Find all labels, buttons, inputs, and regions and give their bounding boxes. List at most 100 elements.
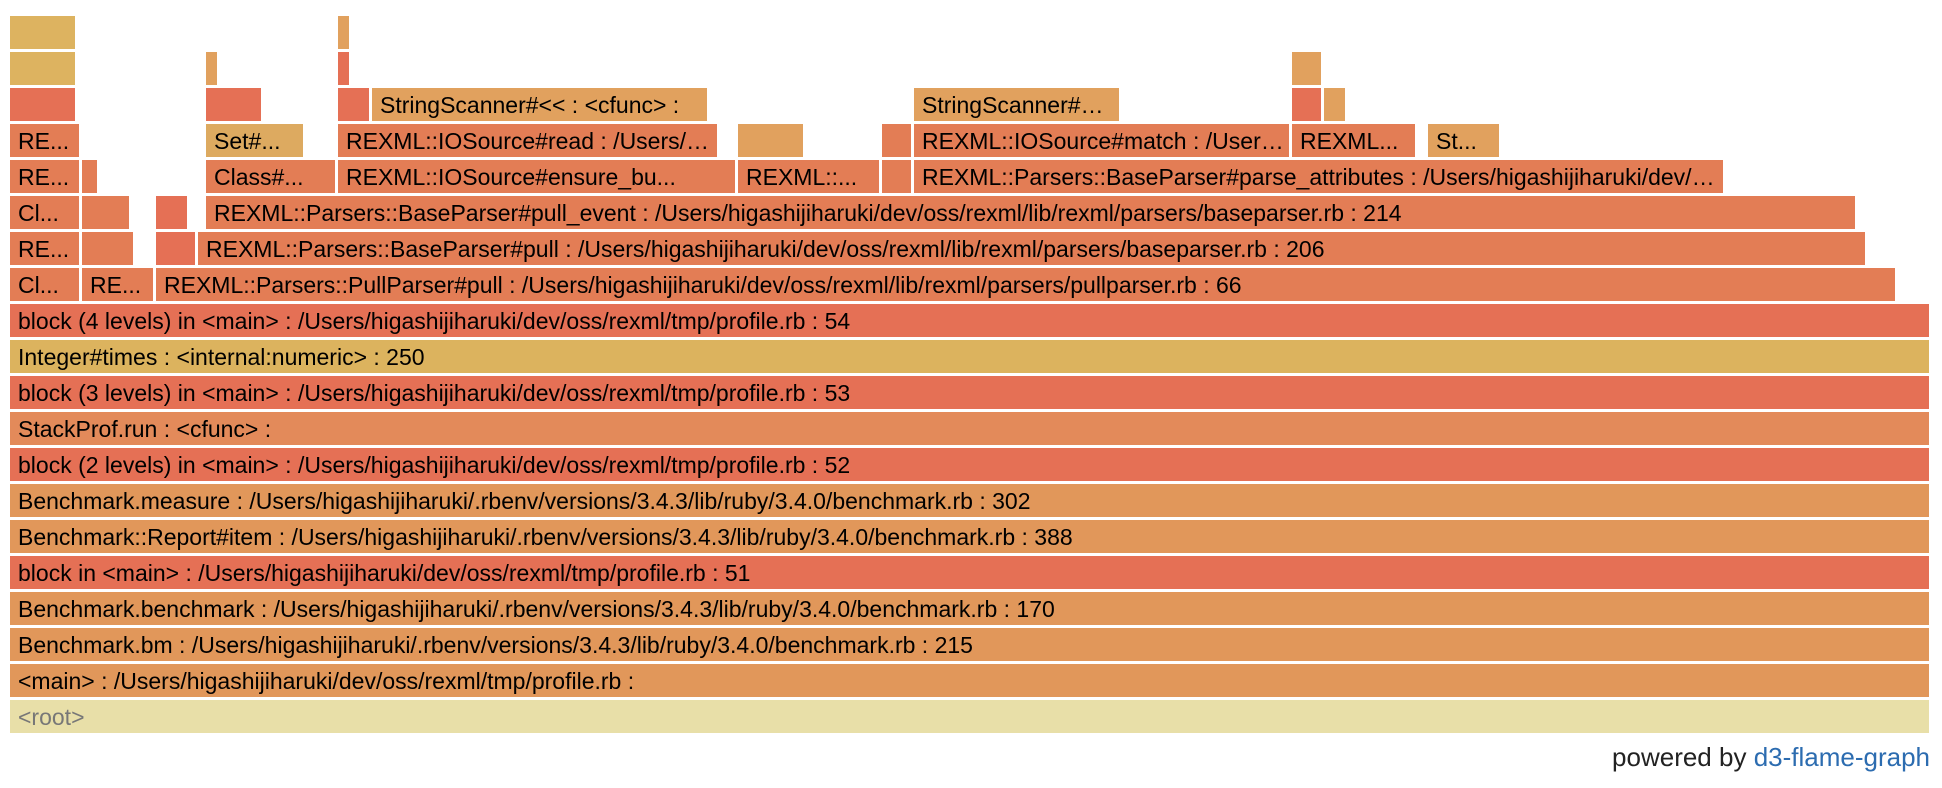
flame-frame-label: REXML::IOSource#ensure_bu...: [346, 164, 676, 190]
flame-frame-label: block (2 levels) in <main> : /Users/higa…: [18, 452, 851, 478]
flame-frame-label: StringScanner#<< : <cfunc> :: [380, 92, 680, 118]
flame-frame-t13d[interactable]: [1292, 88, 1322, 122]
flame-frame-label: [10, 88, 75, 121]
flame-frame-label: RE...: [18, 128, 70, 154]
flame-frame-block2[interactable]: block (2 levels) in <main> : /Users/higa…: [10, 448, 1930, 482]
flame-frame-set-a[interactable]: Set#...: [206, 124, 304, 158]
flame-frame-cl-a[interactable]: Cl...: [10, 268, 80, 302]
flame-frame-label: [82, 196, 129, 229]
flame-frame-label: Benchmark.measure : /Users/higashijiharu…: [18, 488, 1031, 514]
flame-frame-label: [1292, 88, 1321, 121]
flame-frame-label: [82, 232, 133, 265]
flame-frame-label: block (3 levels) in <main> : /Users/higa…: [18, 380, 851, 406]
flame-frame-t13b[interactable]: [206, 88, 262, 122]
flame-frame-re-c[interactable]: RE...: [10, 160, 80, 194]
flame-frame-re-b[interactable]: RE...: [10, 232, 80, 266]
flame-frame-label: REXML...: [1300, 128, 1399, 154]
flame-frame-label: [206, 88, 261, 121]
flame-frame-label: Integer#times : <internal:numeric> : 250: [18, 344, 425, 370]
d3-flame-graph-link[interactable]: d3-flame-graph: [1753, 742, 1930, 772]
flame-frame-pullparser[interactable]: REXML::Parsers::PullParser#pull : /Users…: [156, 268, 1896, 302]
flame-frame-label: [338, 16, 349, 49]
flame-frame-label: Class#...: [214, 164, 304, 190]
flame-frame-t15a[interactable]: [10, 16, 76, 50]
flame-frame-t13e[interactable]: [1324, 88, 1346, 122]
flame-frame-bm[interactable]: Benchmark.bm : /Users/higashijiharuki/.r…: [10, 628, 1930, 662]
flame-frame-label: St...: [1436, 128, 1477, 154]
flame-frame-t15b[interactable]: [338, 16, 350, 50]
flame-frame-label: REXML::IOSource#match : /Users/higashiji…: [922, 128, 1289, 154]
flame-frame-t12b[interactable]: [882, 124, 912, 158]
flame-frame-measure[interactable]: Benchmark.measure : /Users/higashijiharu…: [10, 484, 1930, 518]
flame-frame-pull[interactable]: REXML::Parsers::BaseParser#pull : /Users…: [198, 232, 1866, 266]
flame-frame-t13a[interactable]: [10, 88, 76, 122]
flame-frame-label: RE...: [18, 164, 70, 190]
flame-frame-label: [338, 52, 349, 85]
flame-graph: <root> <main> : /Users/higashijiharuki/de…: [10, 16, 1930, 734]
flame-frame-label: REXML::IOSource#read : /Users/higashijih…: [346, 128, 717, 154]
flame-frame-label: <root>: [18, 704, 85, 730]
flame-frame-scanner-a[interactable]: StringScanner#<< : <cfunc> :: [372, 88, 708, 122]
flame-frame-benchmark[interactable]: Benchmark.benchmark : /Users/higashijiha…: [10, 592, 1930, 626]
flame-frame-t10a[interactable]: [82, 196, 130, 230]
flame-frame-times[interactable]: Integer#times : <internal:numeric> : 250: [10, 340, 1930, 374]
flame-frame-label: [206, 52, 217, 85]
flame-frame-label: [882, 124, 911, 157]
flame-frame-label: StringScanner#match? : <cfunc> :: [922, 92, 1119, 118]
flame-frame-re-a[interactable]: RE...: [82, 268, 154, 302]
powered-by-text: powered by: [1612, 742, 1747, 772]
flame-frame-report-item[interactable]: Benchmark::Report#item : /Users/higashij…: [10, 520, 1930, 554]
flame-frame-label: [10, 16, 75, 49]
flame-frame-label: Set#...: [214, 128, 281, 154]
flame-frame-label: block in <main> : /Users/higashijiharuki…: [18, 560, 751, 586]
flame-frame-class-a[interactable]: Class#...: [206, 160, 336, 194]
flame-frame-t14d[interactable]: [1292, 52, 1322, 86]
flame-frame-parse-attr[interactable]: REXML::Parsers::BaseParser#parse_attribu…: [914, 160, 1724, 194]
flame-frame-label: Benchmark::Report#item : /Users/higashij…: [18, 524, 1073, 550]
flame-frame-label: REXML::Parsers::BaseParser#pull_event : …: [214, 200, 1402, 226]
flame-frame-label: [1324, 88, 1345, 121]
flame-frame-label: [738, 124, 803, 157]
flame-frame-t13c[interactable]: [338, 88, 370, 122]
flame-frame-io-match[interactable]: REXML::IOSource#match : /Users/higashiji…: [914, 124, 1290, 158]
flame-frame-t11a[interactable]: [82, 160, 98, 194]
flame-frame-label: Benchmark.bm : /Users/higashijiharuki/.r…: [18, 632, 973, 658]
flame-frame-t14c[interactable]: [338, 52, 350, 86]
flame-frame-t10b[interactable]: [156, 196, 188, 230]
flame-frame-stackprof[interactable]: StackProf.run : <cfunc> :: [10, 412, 1930, 446]
flame-frame-label: [882, 160, 911, 193]
flame-frame-st-a[interactable]: St...: [1428, 124, 1500, 158]
flame-frame-t9a[interactable]: [82, 232, 134, 266]
flame-frame-re-d[interactable]: RE...: [10, 124, 80, 158]
footer: powered by d3-flame-graph: [1612, 740, 1930, 774]
flame-frame-label: [10, 52, 75, 85]
flame-frame-label: block (4 levels) in <main> : /Users/higa…: [18, 308, 851, 334]
flame-frame-block4[interactable]: block (4 levels) in <main> : /Users/higa…: [10, 304, 1930, 338]
flame-frame-root[interactable]: <root>: [10, 700, 1930, 734]
flame-frame-pull-event[interactable]: REXML::Parsers::BaseParser#pull_event : …: [206, 196, 1856, 230]
flame-frame-scanner-b[interactable]: StringScanner#match? : <cfunc> :: [914, 88, 1120, 122]
flame-frame-rexml-b[interactable]: REXML...: [1292, 124, 1416, 158]
flame-frame-label: Cl...: [18, 200, 59, 226]
flame-frame-t14a[interactable]: [10, 52, 76, 86]
flame-frame-block-main[interactable]: block in <main> : /Users/higashijiharuki…: [10, 556, 1930, 590]
flame-frame-main[interactable]: <main> : /Users/higashijiharuki/dev/oss/…: [10, 664, 1930, 698]
flame-frame-label: [82, 160, 97, 193]
flame-frame-rexml-a[interactable]: REXML::...: [738, 160, 880, 194]
flame-frame-io-read[interactable]: REXML::IOSource#read : /Users/higashijih…: [338, 124, 718, 158]
flame-frame-label: RE...: [90, 272, 142, 298]
flame-frame-t14b[interactable]: [206, 52, 218, 86]
flame-frame-label: REXML::Parsers::PullParser#pull : /Users…: [164, 272, 1242, 298]
flame-frame-label: [338, 88, 369, 121]
flame-frame-label: [1292, 52, 1321, 85]
flame-frame-ensure-bu[interactable]: REXML::IOSource#ensure_bu...: [338, 160, 736, 194]
flame-frame-t12a[interactable]: [738, 124, 804, 158]
flame-frame-t11b[interactable]: [882, 160, 912, 194]
flame-frame-label: REXML::Parsers::BaseParser#pull : /Users…: [206, 236, 1325, 262]
flame-frame-label: Cl...: [18, 272, 59, 298]
flame-frame-label: REXML::...: [746, 164, 858, 190]
flame-frame-block3[interactable]: block (3 levels) in <main> : /Users/higa…: [10, 376, 1930, 410]
flame-frame-label: [156, 196, 187, 229]
flame-frame-t9b[interactable]: [156, 232, 196, 266]
flame-frame-cl-b[interactable]: Cl...: [10, 196, 80, 230]
